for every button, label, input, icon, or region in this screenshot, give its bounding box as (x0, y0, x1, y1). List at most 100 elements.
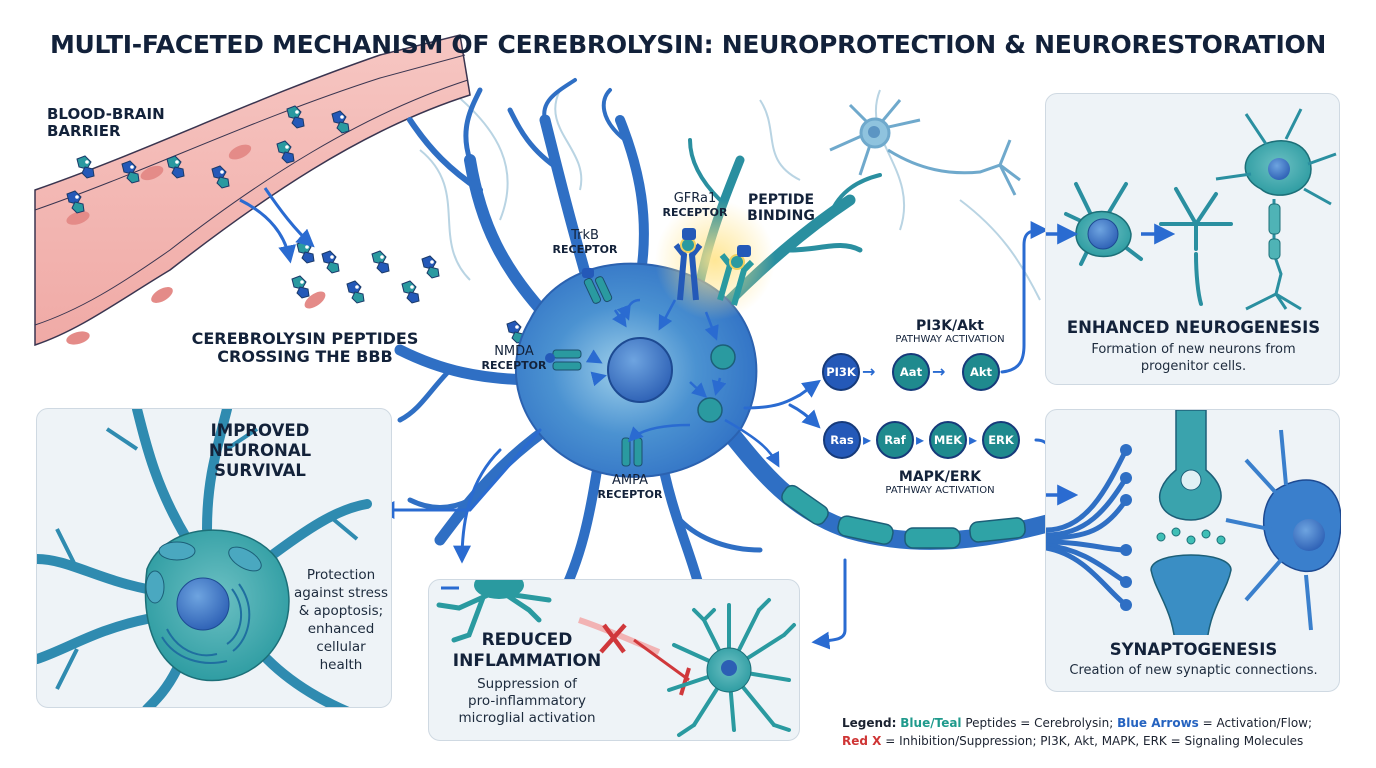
trkb-receptor-shape (582, 268, 613, 304)
pathway-arrow-icon: ▸ (863, 430, 872, 449)
pathway-arrow-icon: ▸ (916, 430, 925, 449)
mitochondrion (145, 570, 165, 604)
receptor-name: NMDA (494, 344, 534, 359)
legend: Legend: Blue/Teal Peptides = Cerebrolysi… (842, 714, 1362, 750)
cerebrolysin-peptide-icon (211, 165, 230, 189)
neurogenesis-description: Formation of new neurons from progenitor… (1046, 341, 1341, 375)
myelin-segment (1268, 238, 1281, 260)
ampa-receptor-shape (621, 437, 643, 467)
pathway-title: PI3K/Akt (915, 318, 984, 334)
postsynaptic-terminal (1150, 554, 1232, 635)
bbb-label: BLOOD-BRAIN BARRIER (47, 105, 165, 141)
central-neuron-nucleus (607, 337, 673, 403)
description-line: progenitor cells. (1140, 359, 1247, 374)
bbb-label-line: BLOOD-BRAIN (47, 105, 165, 123)
legend-blue-definition: = Activation/Flow; (1198, 716, 1313, 730)
description-line: health (319, 657, 363, 673)
pathway-node-mek: MEK (929, 421, 967, 459)
pathway-node-erk: ERK (982, 421, 1020, 459)
neurogenesis-panel: ENHANCED NEUROGENESIS Formation of new n… (1045, 93, 1340, 385)
bbb-label-line: BARRIER (47, 122, 121, 141)
inflammation-title: REDUCED INFLAMMATION (437, 630, 617, 672)
survival-description: Protection against stress & apoptosis; e… (285, 566, 391, 674)
survival-neuron-nucleus (176, 577, 230, 631)
inflammation-panel: REDUCED INFLAMMATION Suppression of pro-… (428, 579, 800, 741)
pathway-arrow-icon: → (932, 362, 946, 381)
suppressed-signal (578, 617, 661, 655)
progenitor-nucleus (1087, 218, 1119, 250)
myelin-segment (1268, 203, 1281, 235)
cerebrolysin-peptide-icon (121, 160, 140, 184)
receptor-name: GFRa1 (673, 191, 717, 206)
legend-line-2: Red X = Inhibition/Suppression; PI3K, Ak… (842, 732, 1362, 750)
red-x-icon (599, 623, 627, 654)
gfra1-receptor-shape (673, 228, 703, 301)
peptide-binding-line: PEPTIDE (747, 192, 815, 208)
inhibition-bar (679, 667, 691, 696)
pathway-node-aat: Aat (892, 353, 930, 391)
title-line: INFLAMMATION (452, 651, 602, 671)
synaptogenesis-title: SYNAPTOGENESIS (1109, 640, 1278, 659)
legend-red-definition: = Inhibition/Suppression; PI3K, Akt, MAP… (881, 734, 1304, 748)
pathway-node-ras: Ras (823, 421, 861, 459)
axon (711, 411, 1069, 550)
neuronal-survival-panel: IMPROVED NEURONAL SURVIVAL Protection ag… (36, 408, 392, 708)
pathway-arrow-icon: ▸ (969, 430, 978, 449)
crossing-label-line: CEREBROLYSIN PEPTIDES (191, 329, 419, 348)
description-line: Protection (306, 567, 376, 583)
cerebrolysin-peptide-icon (421, 255, 440, 279)
peptide-binding-line: BINDING (747, 208, 815, 225)
receptor-type: RECEPTOR (552, 242, 618, 256)
mitochondrion (158, 541, 196, 561)
peptide-binding-label: PEPTIDE BINDING (736, 192, 826, 224)
synaptogenesis-panel: SYNAPTOGENESIS Creation of new synaptic … (1045, 409, 1341, 692)
peptide-group (66, 105, 525, 344)
crossing-label-line: CROSSING THE BBB (217, 347, 393, 367)
neurogenesis-title: ENHANCED NEUROGENESIS (1066, 318, 1321, 337)
receptor-type: RECEPTOR (662, 205, 728, 219)
cerebrolysin-peptide-icon (76, 155, 95, 179)
legend-blue-term: Blue Arrows (1117, 716, 1199, 730)
diagram-title: MULTI-FACETED MECHANISM OF CEREBROLYSIN:… (49, 30, 1327, 59)
peptides-crossing-label: CEREBROLYSIN PEPTIDES CROSSING THE BBB (180, 329, 430, 367)
pathway-node-pi3k: PI3K (822, 353, 860, 391)
trkb-receptor-label: TrkB RECEPTOR (540, 228, 630, 257)
description-line: Suppression of (477, 676, 577, 692)
cerebrolysin-peptide-icon (401, 280, 420, 304)
title-line: SURVIVAL (214, 461, 306, 480)
title-line: IMPROVED (210, 421, 310, 440)
cerebrolysin-peptide-icon (331, 110, 350, 134)
cerebrolysin-peptide-icon (291, 275, 310, 299)
activated-microglia (436, 587, 552, 643)
receptor-name: TrkB (571, 228, 599, 243)
synaptogenesis-description: Creation of new synaptic connections. (1069, 663, 1318, 678)
nmda-receptor-label: NMDA RECEPTOR (470, 344, 558, 373)
cerebrolysin-peptide-icon (66, 190, 85, 214)
pathway-subtitle: PATHWAY ACTIVATION (895, 334, 1005, 346)
neurogenesis-illustration (1046, 108, 1337, 311)
mapk-pathway-label: MAPK/ERK PATHWAY ACTIVATION (850, 469, 1030, 497)
receptor-type: RECEPTOR (597, 487, 663, 501)
signaling-vesicle (697, 397, 723, 423)
legend-line-1: Legend: Blue/Teal Peptides = Cerebrolysi… (842, 714, 1362, 732)
description-line: enhanced (307, 621, 375, 637)
presynaptic-terminal (1158, 410, 1222, 521)
ampa-receptor-label: AMPA RECEPTOR (590, 473, 670, 502)
cerebrolysin-peptide-icon (321, 250, 340, 274)
pathway-arrow-icon: → (862, 362, 876, 381)
pathway-node-akt: Akt (962, 353, 1000, 391)
legend-prefix: Legend: (842, 716, 897, 730)
title-line: NEURONAL (208, 441, 312, 460)
legend-teal-term: Blue/Teal (900, 716, 962, 730)
pathway-node-raf: Raf (876, 421, 914, 459)
legend-teal-definition: Peptides = Cerebrolysin; (961, 716, 1118, 730)
description-line: pro-inflammatory (468, 693, 586, 709)
receptor-type: RECEPTOR (481, 358, 547, 372)
pathway-title: MAPK/ERK (898, 469, 982, 485)
nmda-receptor-shape (545, 349, 582, 371)
title-line: REDUCED (481, 630, 573, 650)
target-neuron-nucleus (1293, 519, 1325, 551)
description-line: microglial activation (458, 710, 596, 726)
peptide-binding-receptor-shape (717, 245, 755, 306)
